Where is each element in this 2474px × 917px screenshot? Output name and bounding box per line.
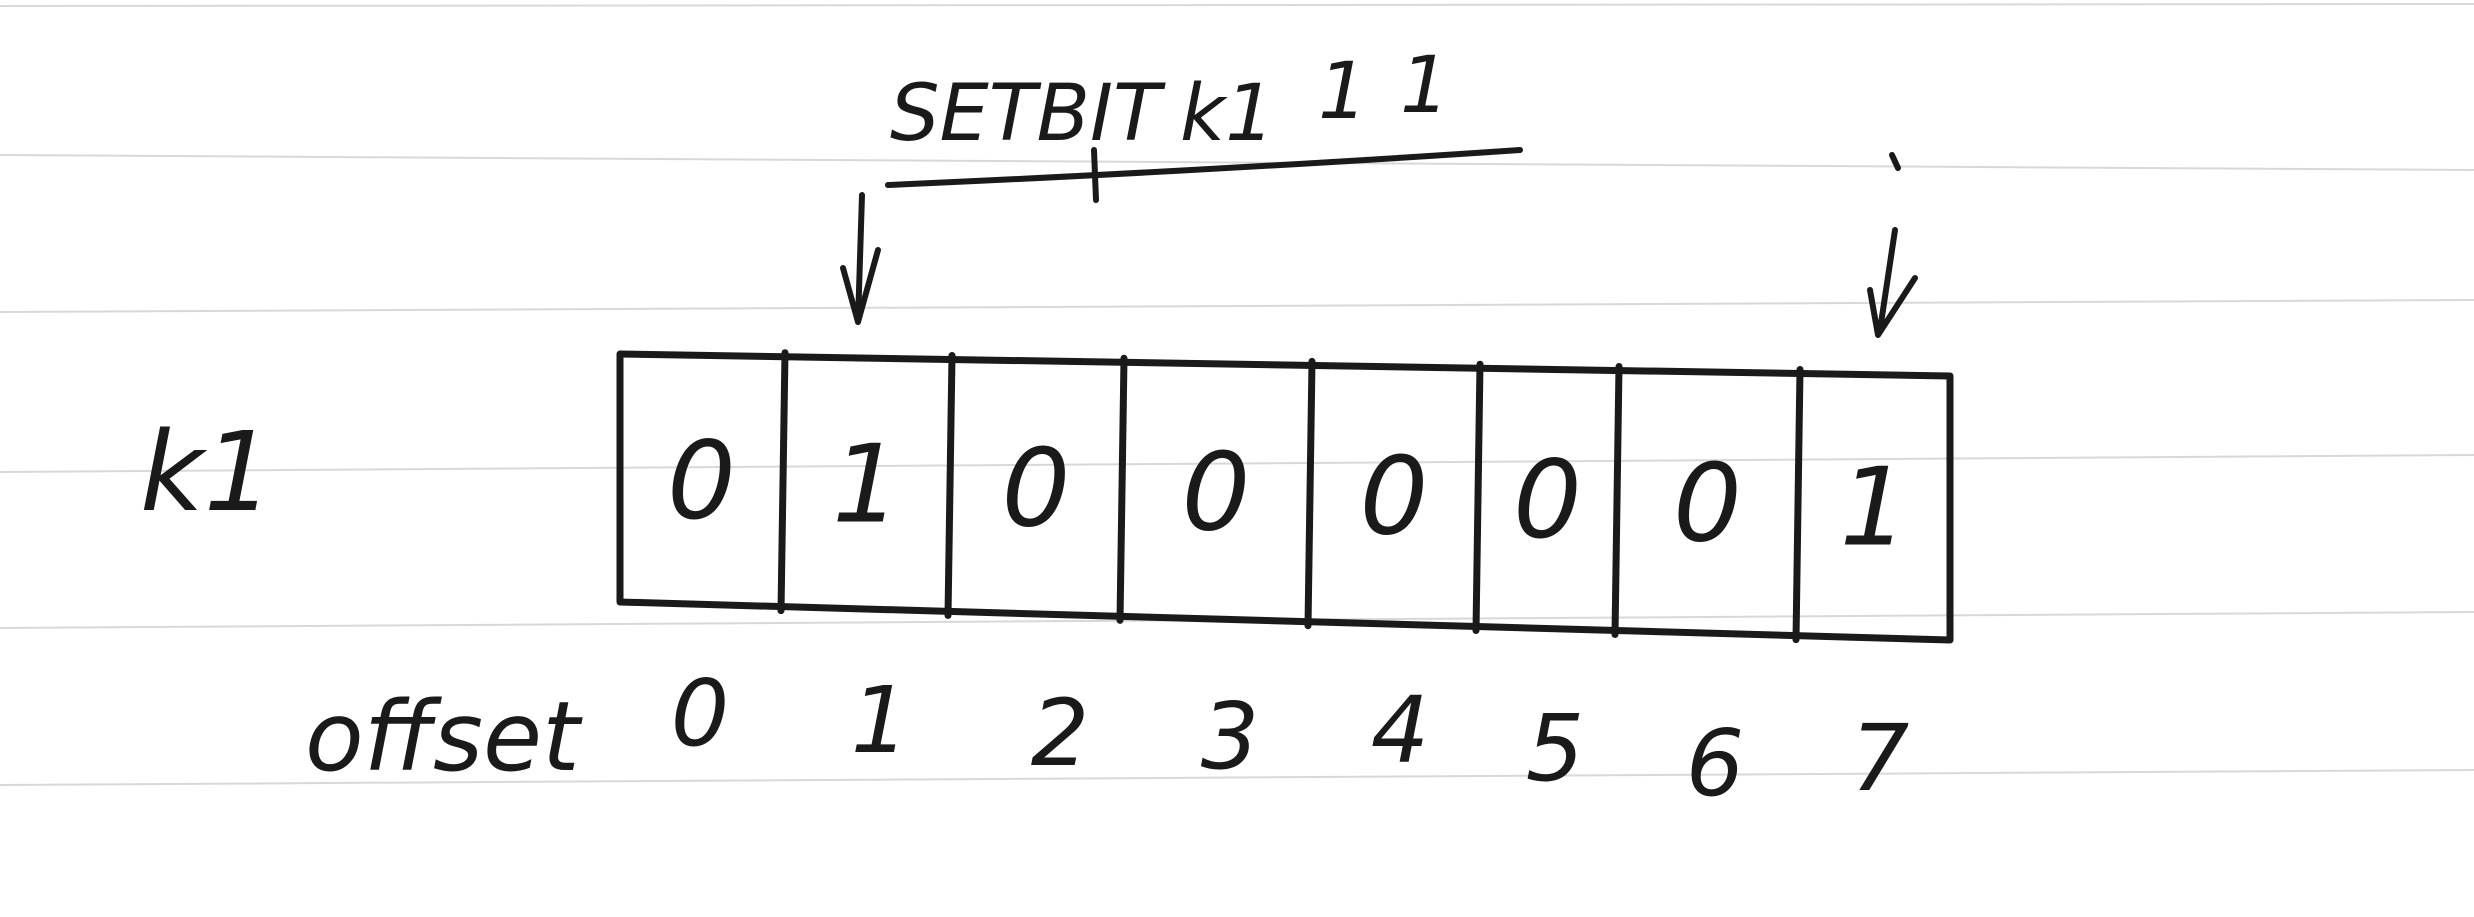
ruled-line bbox=[0, 154, 2474, 171]
register-label: k1 bbox=[140, 408, 274, 536]
ruled-line bbox=[0, 2, 2474, 7]
bit-value: 1 bbox=[832, 423, 901, 548]
offset-value: 4 bbox=[1371, 677, 1430, 784]
cell-divider bbox=[777, 349, 789, 615]
register-outline bbox=[616, 350, 1954, 644]
offset-value: 1 bbox=[851, 667, 910, 774]
command-offset: 1 bbox=[1318, 47, 1368, 137]
arrow-to-offset-7-tick bbox=[1889, 152, 1901, 171]
bit-value: 1 bbox=[1840, 445, 1909, 570]
bit-value: 0 bbox=[1513, 438, 1582, 563]
command-tick-mark bbox=[1091, 147, 1099, 203]
arrow-to-offset-7-head bbox=[1867, 275, 1918, 338]
command-key: k1 bbox=[1180, 69, 1275, 159]
cell-divider bbox=[1611, 362, 1623, 638]
cell-divider bbox=[1472, 360, 1484, 635]
arrow-to-offset-7-shaft bbox=[1877, 227, 1898, 333]
arrow-to-offset-1-head bbox=[840, 247, 881, 325]
command-keyword: SETBIT bbox=[890, 69, 1166, 159]
cell-divider bbox=[1116, 354, 1128, 624]
bit-value: 0 bbox=[1002, 426, 1071, 551]
bit-value: 0 bbox=[1360, 434, 1429, 559]
offset-value: 2 bbox=[1031, 680, 1090, 787]
ruled-line bbox=[0, 299, 2474, 313]
command-bit-value: 1 bbox=[1400, 41, 1450, 131]
cell-divider bbox=[944, 351, 956, 619]
offset-value: 7 bbox=[1851, 705, 1910, 812]
command-bracket-line bbox=[885, 147, 1523, 188]
offset-value: 3 bbox=[1201, 683, 1260, 790]
bit-value: 0 bbox=[667, 419, 736, 544]
offset-value: 6 bbox=[1686, 710, 1745, 817]
bit-cells bbox=[616, 349, 1954, 644]
bit-value: 0 bbox=[1673, 442, 1742, 567]
offset-value: 0 bbox=[671, 660, 730, 767]
cell-divider bbox=[1304, 357, 1316, 630]
command-arrows bbox=[840, 147, 1918, 338]
offset-value: 5 bbox=[1526, 695, 1585, 802]
cell-divider bbox=[1792, 365, 1804, 644]
ruled-line bbox=[0, 454, 2474, 473]
arrow-to-offset-1-shaft bbox=[855, 192, 865, 325]
setbit-command: SETBIT k1 1 1 bbox=[890, 41, 1450, 159]
offset-label: offset bbox=[305, 681, 583, 793]
bit-value: 0 bbox=[1182, 430, 1251, 555]
